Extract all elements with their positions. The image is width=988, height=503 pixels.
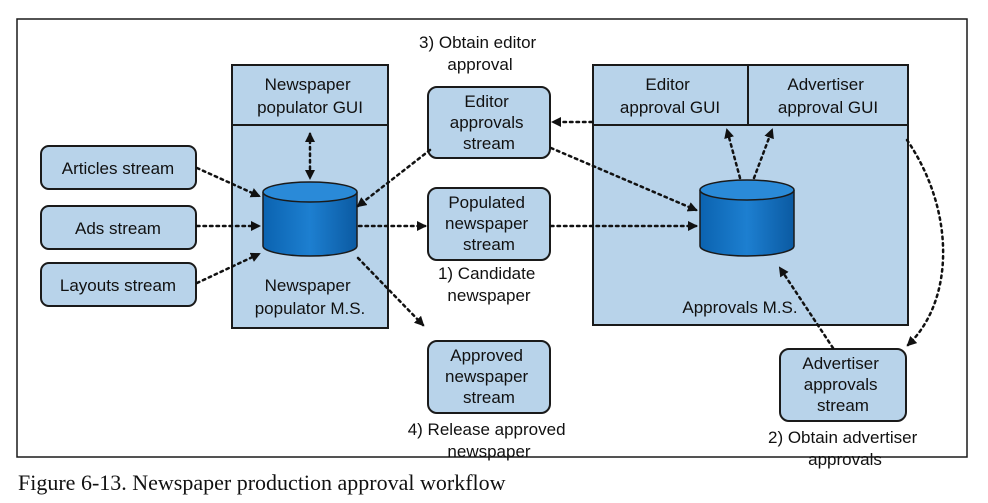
advertiser-gui-line-2: approval GUI	[778, 98, 878, 117]
approved-line-2: newspaper	[445, 367, 529, 386]
populated-line-3: stream	[463, 235, 515, 254]
articles-stream-label: Articles stream	[62, 159, 174, 178]
arrow-db-to-advertiser-gui	[752, 128, 774, 180]
newspaper-populator-service: Newspaper populator GUI Newspaper popula…	[231, 64, 389, 329]
arrow-editor-stream-to-db	[356, 148, 432, 208]
step3-line-1: 3) Obtain editor	[419, 33, 537, 52]
step3-line-2: approval	[447, 55, 512, 74]
step1-line-1: 1) Candidate	[438, 264, 535, 283]
advertiser-approvals-line-1: Advertiser	[802, 354, 879, 373]
advertiser-approvals-line-2: approvals	[804, 375, 878, 394]
layouts-stream-label: Layouts stream	[60, 276, 176, 295]
articles-stream: Articles stream	[40, 145, 197, 190]
populated-line-1: Populated	[448, 193, 525, 212]
approved-newspaper-stream: Approved newspaper stream	[427, 340, 551, 414]
svg-text:Approved newspaper: Approved newspaper stream	[445, 346, 533, 407]
advertiser-approval-gui-label: Advertiser approval GUI	[778, 75, 878, 117]
approved-line-1: Approved	[450, 346, 523, 365]
svg-text:Advertiser approvals: Advertiser approvals stream	[802, 354, 883, 415]
editor-approvals-line-2: approvals	[450, 113, 524, 132]
arrow-editor-stream-to-approvals-db	[549, 146, 698, 212]
arrow-advertiser-stream-to-approvals-db	[778, 266, 835, 350]
step4-line-1: 4) Release approved	[408, 420, 566, 439]
svg-text:Ads stream: Ads stream	[75, 219, 161, 238]
step1-annotation: 1) Candidate newspaper	[438, 264, 540, 305]
svg-text:Editor approvals s: Editor approvals stream	[450, 92, 528, 153]
newspaper-populator-ms-label: Newspaper populator M.S.	[255, 276, 366, 318]
arrow-advertiser-gui-to-stream	[905, 138, 945, 347]
step4-line-2: newspaper	[447, 442, 531, 461]
advertiser-approvals-line-3: stream	[817, 396, 869, 415]
newspaper-populator-gui-label: Newspaper populator GUI	[257, 75, 363, 117]
step3-annotation: 3) Obtain editor approval	[419, 33, 541, 74]
editor-approvals-line-1: Editor	[464, 92, 509, 111]
populated-newspaper-stream: Populated newspaper stream	[427, 187, 551, 261]
approved-line-3: stream	[463, 388, 515, 407]
editor-approvals-stream: Editor approvals stream	[427, 86, 551, 159]
approvals-service: Editor approval GUI Advertiser approval …	[592, 64, 909, 326]
ads-stream-label: Ads stream	[75, 219, 161, 238]
step2-annotation: 2) Obtain advertiser approvals	[768, 428, 922, 469]
arrow-articles-to-db	[195, 166, 261, 198]
svg-text:Populated newspaper: Populated newspaper stream	[445, 193, 533, 254]
figure-caption: Figure 6-13. Newspaper production approv…	[18, 470, 506, 495]
newspaper-populator-database-icon	[262, 181, 358, 257]
ads-stream: Ads stream	[40, 205, 197, 250]
step2-line-1: 2) Obtain advertiser	[768, 428, 918, 447]
approvals-database-icon	[699, 179, 795, 257]
editor-gui-line-2: approval GUI	[620, 98, 720, 117]
layouts-stream: Layouts stream	[40, 262, 197, 307]
svg-text:Articles stream: Articles stream	[62, 159, 174, 178]
editor-approval-gui-label: Editor approval GUI	[620, 75, 720, 117]
step1-line-2: newspaper	[447, 286, 531, 305]
populated-line-2: newspaper	[445, 214, 529, 233]
editor-gui-line-1: Editor	[645, 75, 690, 94]
advertiser-approvals-stream: Advertiser approvals stream	[779, 348, 907, 422]
editor-approvals-line-3: stream	[463, 134, 515, 153]
newspaper-ms-line-1: Newspaper	[265, 276, 351, 295]
svg-text:Layouts stream: Layouts stream	[60, 276, 176, 295]
arrow-layouts-to-db	[195, 252, 261, 285]
step4-annotation: 4) Release approved newspaper	[408, 420, 571, 461]
arrow-db-to-approved	[356, 256, 425, 327]
arrow-db-to-editor-gui	[724, 128, 742, 180]
newspaper-ms-line-2: populator M.S.	[255, 299, 366, 318]
approvals-ms-label: Approvals M.S.	[682, 298, 797, 317]
flow-arrows	[195, 117, 945, 350]
newspaper-gui-line-2: populator GUI	[257, 98, 363, 117]
newspaper-gui-line-1: Newspaper	[265, 75, 351, 94]
advertiser-gui-line-1: Advertiser	[787, 75, 864, 94]
approvals-ms-line-1: Approvals M.S.	[682, 298, 797, 317]
step2-line-2: approvals	[808, 450, 882, 469]
